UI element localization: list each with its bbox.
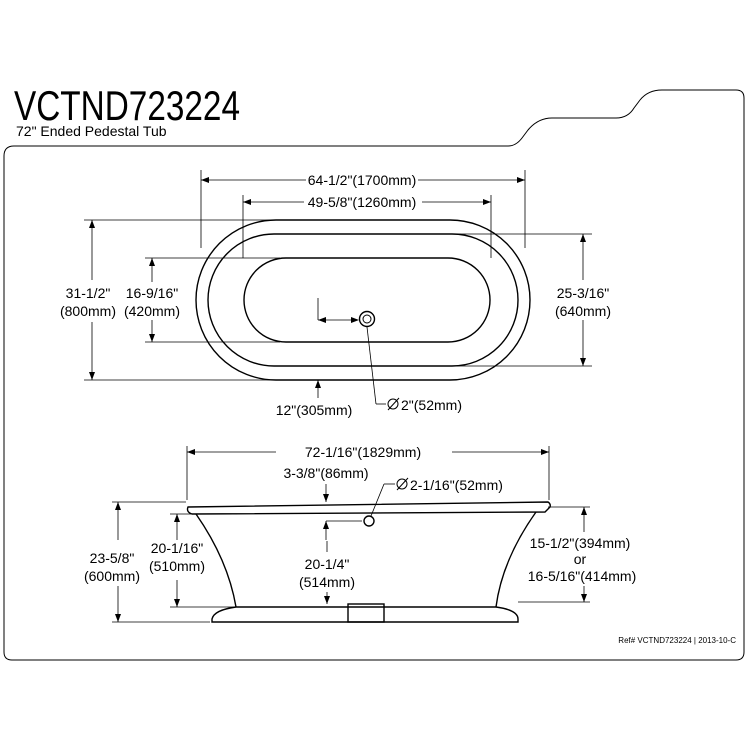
tub-rim-profile	[186, 501, 551, 515]
dim-drain-offset: 12"(305mm)	[276, 402, 353, 418]
side-view: 72-1/16"(1829mm) 3-3/8"(86mm) 2-1/16"(52…	[84, 444, 636, 623]
tub-base-profile	[211, 606, 519, 623]
dim-overall-length: 72-1/16"(1829mm)	[305, 444, 421, 460]
dim-side-height-a: 15-1/2"(394mm)	[530, 535, 631, 551]
dim-inner-width-in: 16-9/16"	[126, 285, 178, 301]
model-number: VCTND723224	[14, 82, 240, 129]
dim-inner-height-in: 20-1/16"	[151, 540, 203, 556]
dim-outer-length: 64-1/2"(1700mm)	[308, 172, 416, 188]
dim-outer-width-in: 31-1/2"	[66, 285, 111, 301]
product-subtitle: 72" Ended Pedestal Tub	[16, 123, 167, 139]
dim-outer-width-mm: (800mm)	[60, 303, 116, 319]
dim-inner-width-mm: (420mm)	[124, 303, 180, 319]
drain-inner	[362, 314, 372, 324]
dim-total-height-in: 23-5/8"	[90, 550, 135, 566]
diameter-symbol-icon-2	[396, 478, 408, 490]
tub-outer-rim	[195, 219, 531, 381]
dim-overflow-diameter: 2-1/16"(52mm)	[410, 477, 503, 493]
tub-body-profile	[195, 511, 537, 608]
dim-drain-diameter: 2"(52mm)	[401, 397, 462, 413]
overflow-outer	[363, 515, 375, 527]
dim-depth-in: 20-1/4"	[305, 556, 350, 572]
drain-outer	[358, 310, 376, 328]
dim-side-height-b: 16-5/16"(414mm)	[528, 568, 636, 584]
dim-side-or: or	[574, 551, 587, 567]
drawing-frame	[3, 89, 745, 661]
pedestal-drain-box	[347, 603, 385, 623]
reference-note: Ref# VCTND723224 | 2013-10-C	[618, 636, 736, 645]
dim-inner-height-mm: (510mm)	[149, 558, 205, 574]
dim-rim-width-in: 25-3/16"	[557, 285, 609, 301]
top-view: 64-1/2"(1700mm) 49-5/8"(1260mm) 31-1/2" …	[60, 170, 611, 418]
dim-rim-width-mm: (640mm)	[555, 303, 611, 319]
dim-inner-length: 49-5/8"(1260mm)	[308, 194, 416, 210]
dim-total-height-mm: (600mm)	[84, 568, 140, 584]
dim-overflow-height: 3-3/8"(86mm)	[283, 465, 368, 481]
dim-depth-mm: (514mm)	[299, 574, 355, 590]
tub-inner-rim	[207, 233, 519, 367]
diameter-symbol-icon	[387, 398, 399, 410]
tub-basin	[243, 257, 491, 343]
